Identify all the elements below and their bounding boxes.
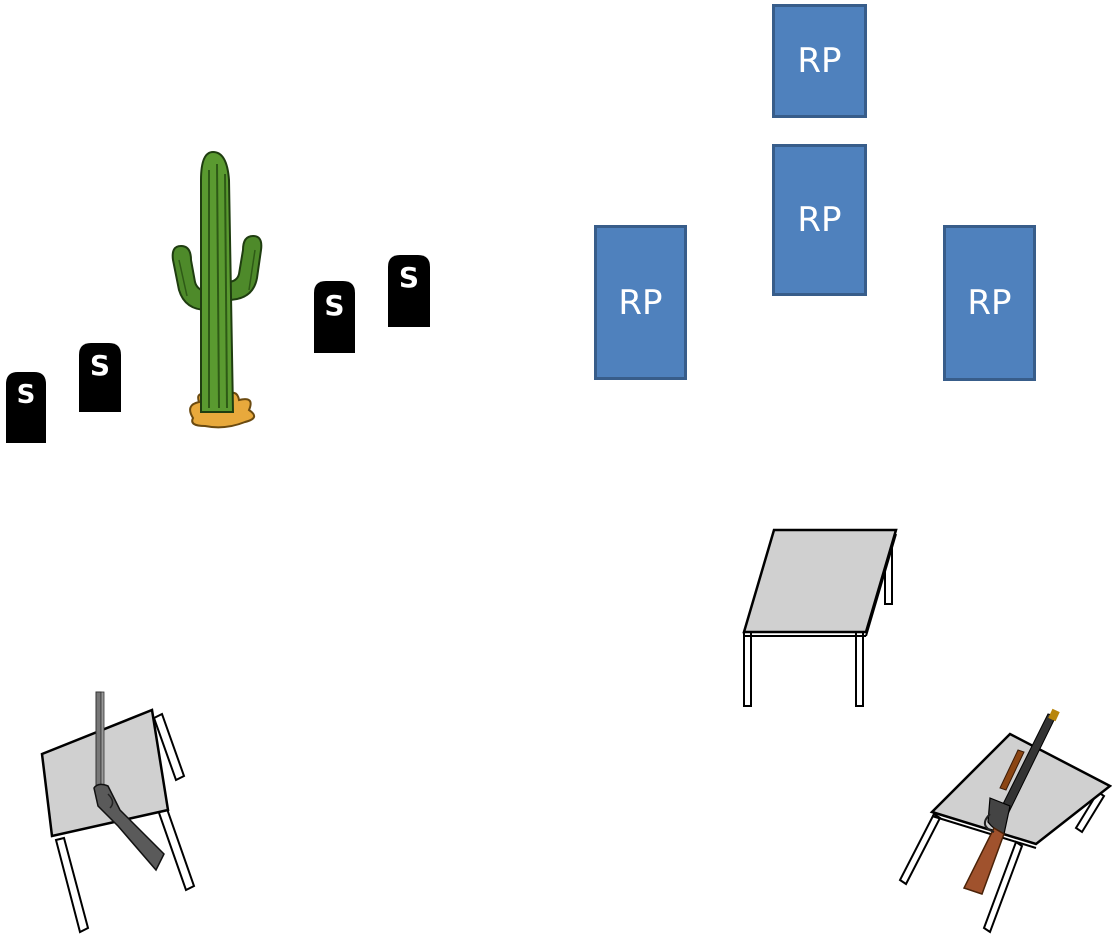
tombstone-target-2: S (79, 343, 121, 412)
table-icon (742, 528, 898, 707)
tombstone-shape (314, 281, 355, 353)
rp-label: RP (618, 282, 663, 323)
table-with-shotgun-icon (40, 691, 196, 934)
table-with-rifle-icon (898, 708, 1112, 934)
tombstone-label: S (89, 349, 111, 382)
tombstone-label: S (398, 261, 420, 294)
rp-box-right: RP (943, 225, 1036, 381)
tombstone-shape (79, 343, 121, 412)
cactus-icon (171, 150, 263, 429)
tombstone-target-1: S (6, 372, 46, 443)
rp-label: RP (797, 200, 842, 240)
rp-box-left: RP (594, 225, 687, 380)
rp-box-top: RP (772, 4, 867, 118)
rp-label: RP (967, 283, 1012, 323)
tombstone-shape (6, 372, 46, 443)
shotgun-icon (93, 691, 165, 872)
rp-box-middle: RP (772, 144, 867, 296)
rp-label: RP (797, 41, 842, 81)
tombstone-target-4: S (388, 255, 430, 327)
tombstone-label: S (16, 380, 36, 410)
tombstone-target-3: S (314, 281, 355, 353)
lever-action-rifle-icon (962, 708, 1060, 895)
tombstone-label: S (324, 289, 345, 322)
tombstone-shape (388, 255, 430, 327)
